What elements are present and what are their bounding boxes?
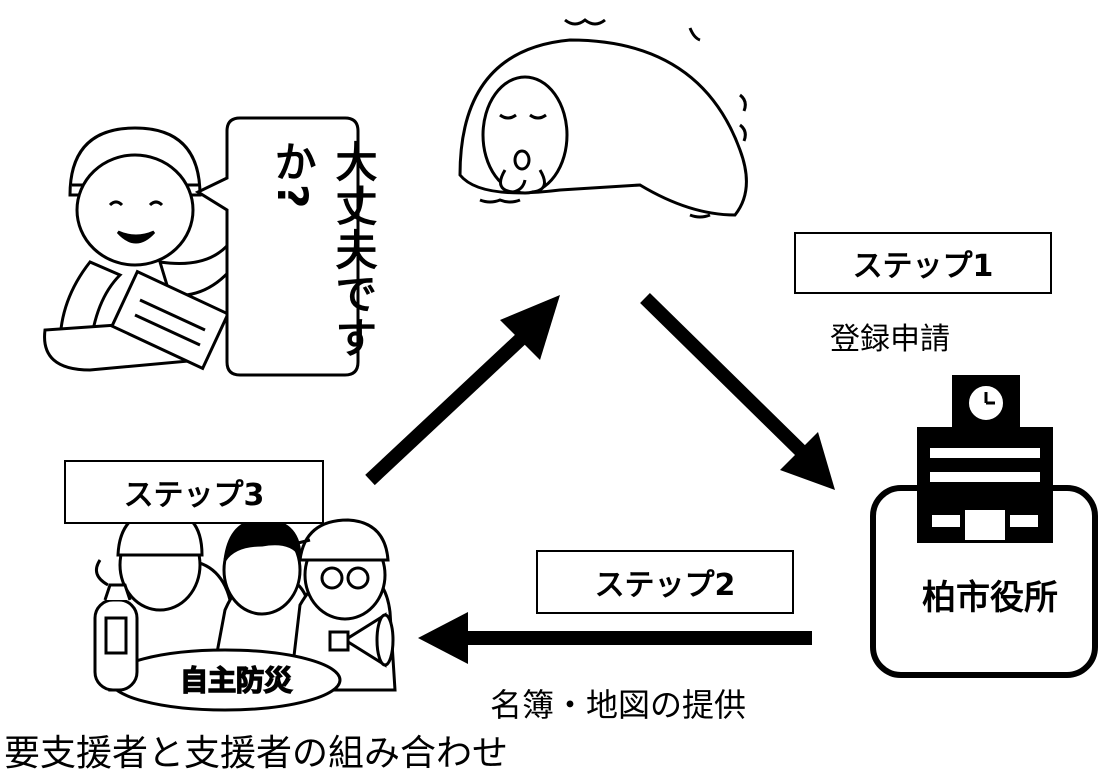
step2-caption: 名簿・地図の提供 [490,686,747,724]
fire-extinguisher-icon [93,559,139,692]
volunteer-woman-clipboard-icon [43,126,247,372]
arrow-person-to-cityhall [640,293,835,490]
arrow-step3-to-person [365,295,560,486]
step3-label: ステップ3 [64,460,324,524]
speech-bubble-shape [194,116,360,377]
disaster-prevention-group-icon [108,508,397,712]
step3-caption: 要支援者と支援者の組み合わせ [4,733,509,774]
step2-label: ステップ2 [536,550,794,614]
step1-label: ステップ1 [794,232,1052,294]
elderly-person-blanket-icon [458,18,748,219]
megaphone-icon [328,612,395,668]
city-hall-label: 柏市役所 [922,578,1058,618]
step1-caption: 登録申請 [830,322,950,357]
disaster-prevention-badge-text: 自主防災 [179,663,294,698]
svg-text:自主防災: 自主防災 [180,664,293,697]
city-hall-building-icon [870,375,1098,678]
speech-bubble-text: 大丈夫ですか? [268,140,378,360]
arrow-cityhall-to-step3 [418,612,812,664]
clock-icon [969,386,1003,420]
